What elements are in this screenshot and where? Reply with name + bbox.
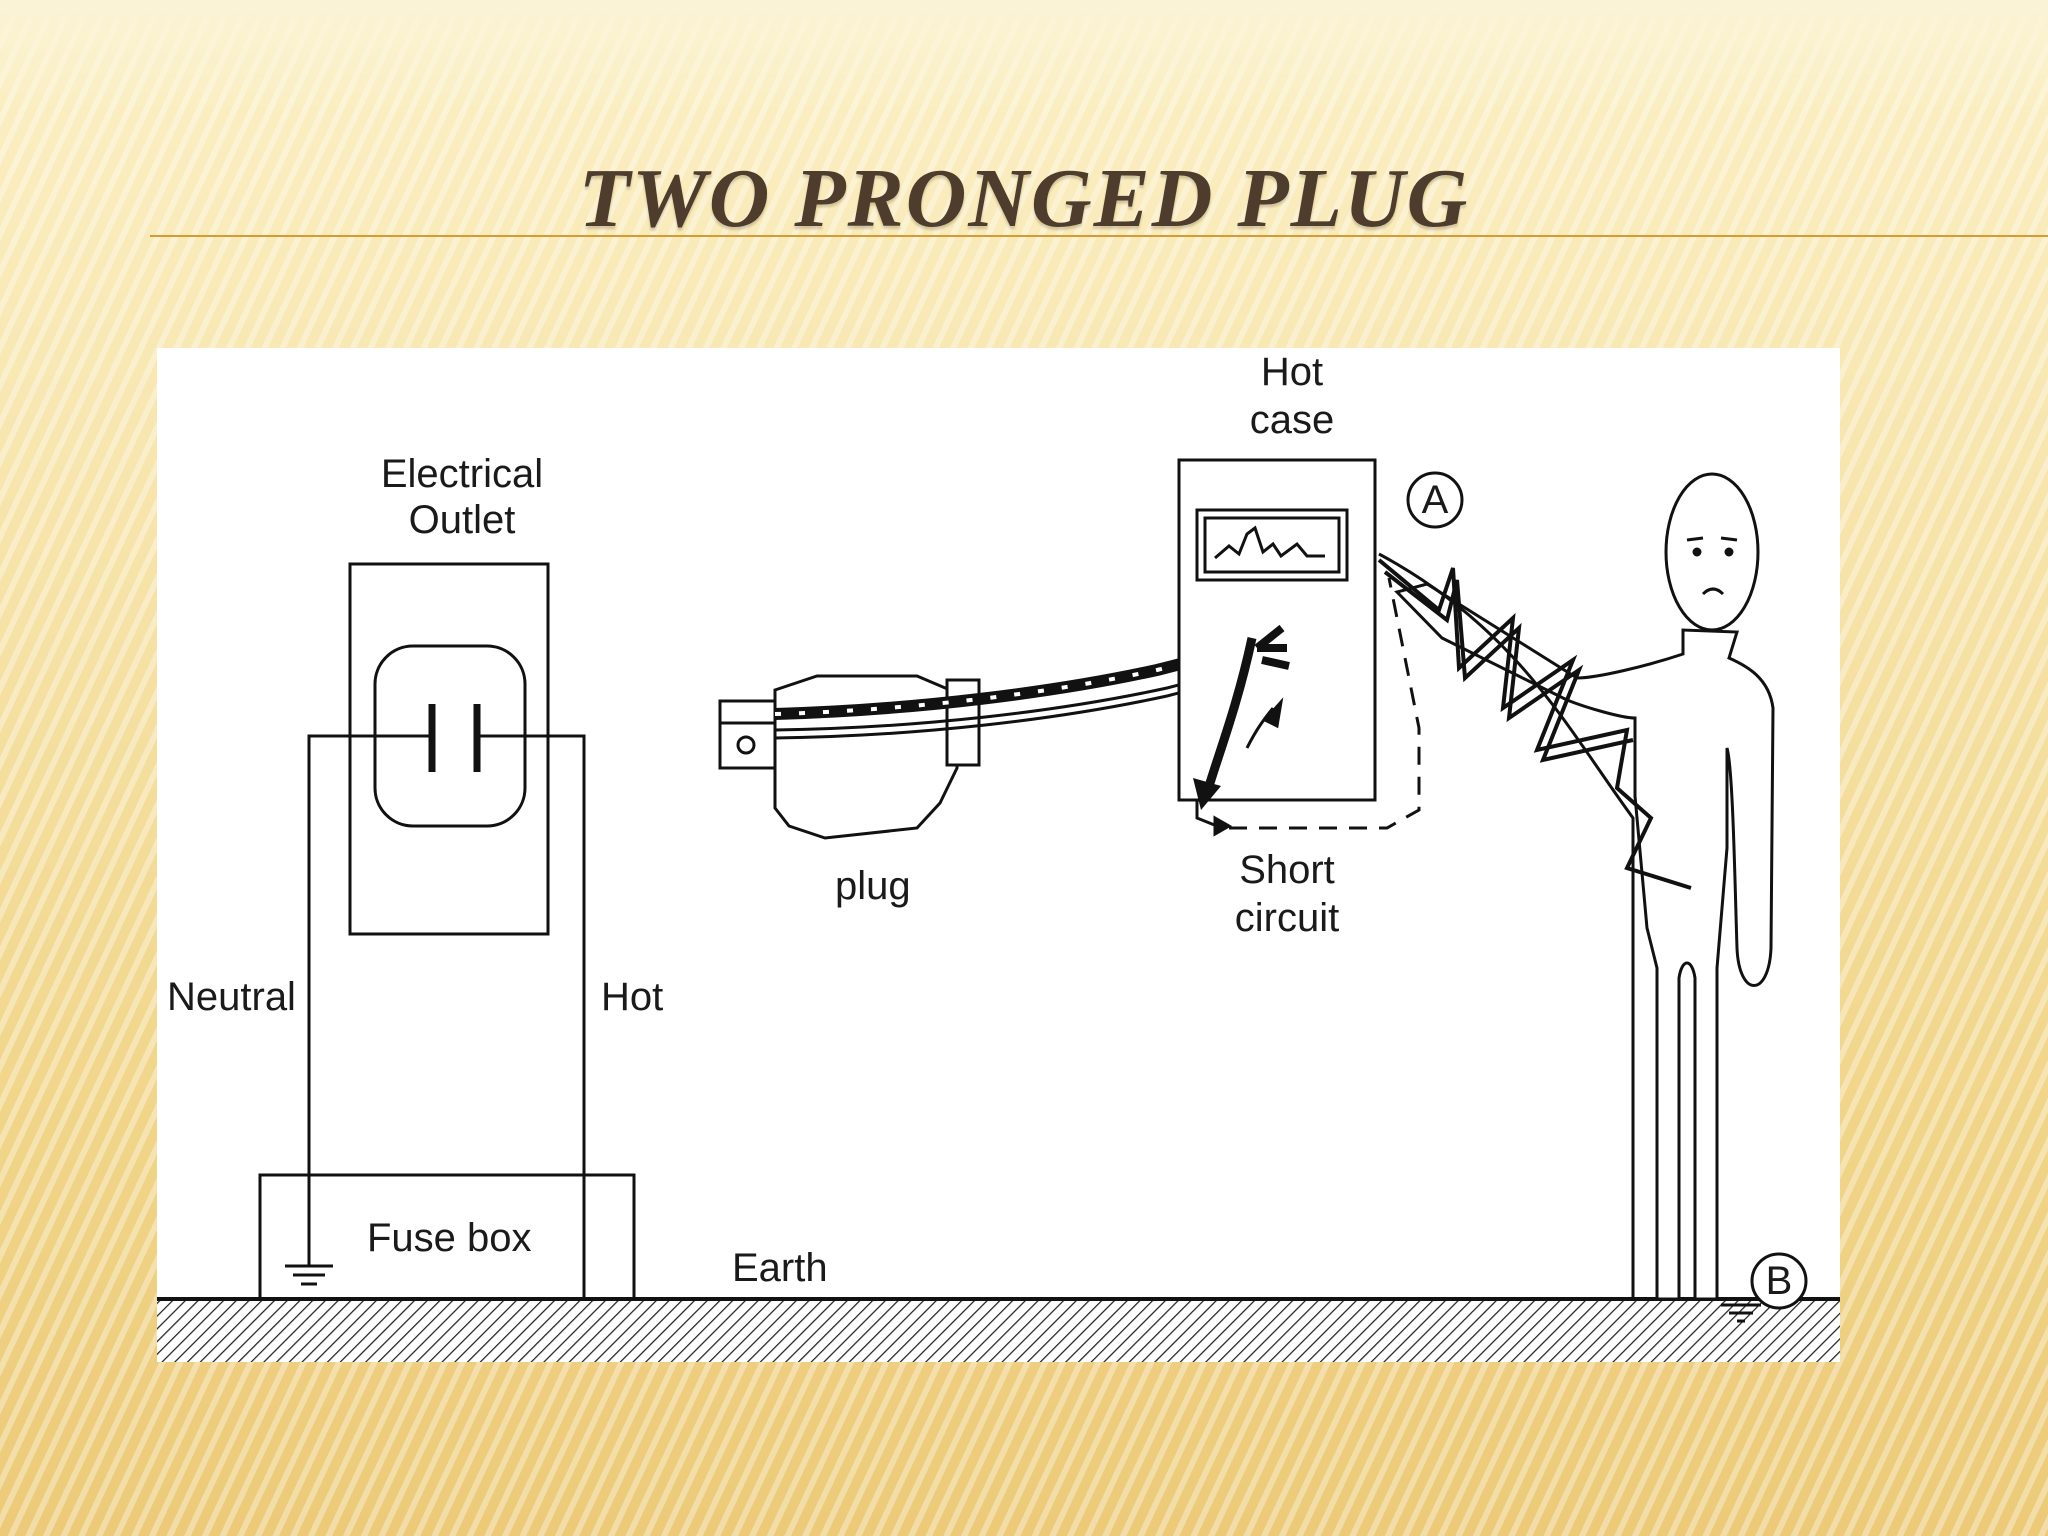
fuse-box [258,1173,636,1301]
outlet-label-line2: Outlet [408,498,516,542]
fuse-box-label: Fuse box [367,1216,532,1260]
hot-case-label-line1: Hot [1260,350,1324,394]
point-b-marker [1721,1252,1808,1323]
short-circuit-path [1195,577,1421,837]
slide-title: TWO PRONGED PLUG [578,152,1470,245]
current-zigzag [1377,558,1692,890]
outlet-wiring [307,734,586,1299]
short-circuit-label-line1: Short [1239,848,1335,892]
short-circuit-label-line2: circuit [1234,896,1340,940]
earth-label: Earth [732,1246,828,1290]
frayed-wire [1193,624,1290,810]
title-underline [150,235,2048,237]
neutral-label: Neutral [167,975,296,1019]
hot-wire-label: Hot [601,975,664,1019]
hot-case-label-line2: case [1249,398,1335,442]
return-wire [1378,552,1635,1299]
earth-ground [157,1297,1840,1362]
point-b-label: B [1765,1259,1793,1303]
background-glow [0,0,2048,110]
point-a-label: A [1421,478,1449,522]
point-a-marker [1406,471,1464,529]
plug-diagram: Electrical Outlet Neutral Hot Fuse box E… [157,348,1840,1362]
outlet-label-line1: Electrical [380,452,544,496]
plug-label: plug [835,864,911,908]
electrical-outlet [348,562,550,936]
person-figure [1394,472,1775,1301]
ground-symbol [285,1264,333,1286]
diagram-drawing [157,458,1840,1362]
